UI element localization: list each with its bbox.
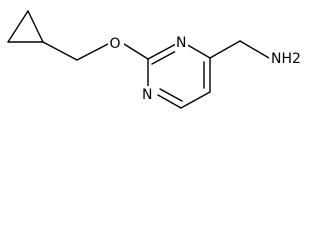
bond xyxy=(239,40,270,59)
pyrimidine-ring xyxy=(147,43,211,109)
amine-group-label: NH2 xyxy=(271,51,301,67)
bond xyxy=(27,10,44,43)
nitrogen-atom-label: N xyxy=(142,87,152,103)
chemical-structure: O N N NH2 xyxy=(7,10,301,109)
bond xyxy=(147,43,177,60)
bond xyxy=(209,40,241,59)
nitrogen-atom-label: N xyxy=(176,35,186,51)
methylene-ether-linker xyxy=(42,41,149,61)
bond xyxy=(185,43,211,59)
bond xyxy=(159,88,183,102)
oxygen-atom-label: O xyxy=(110,36,121,52)
bond xyxy=(157,94,182,109)
bond xyxy=(180,91,211,109)
cyclopropyl-ring xyxy=(7,10,44,43)
bond xyxy=(123,43,149,60)
bond xyxy=(42,41,78,61)
aminomethyl-group xyxy=(209,40,270,59)
bond xyxy=(76,43,109,61)
bond xyxy=(151,50,177,65)
bond xyxy=(7,10,29,43)
